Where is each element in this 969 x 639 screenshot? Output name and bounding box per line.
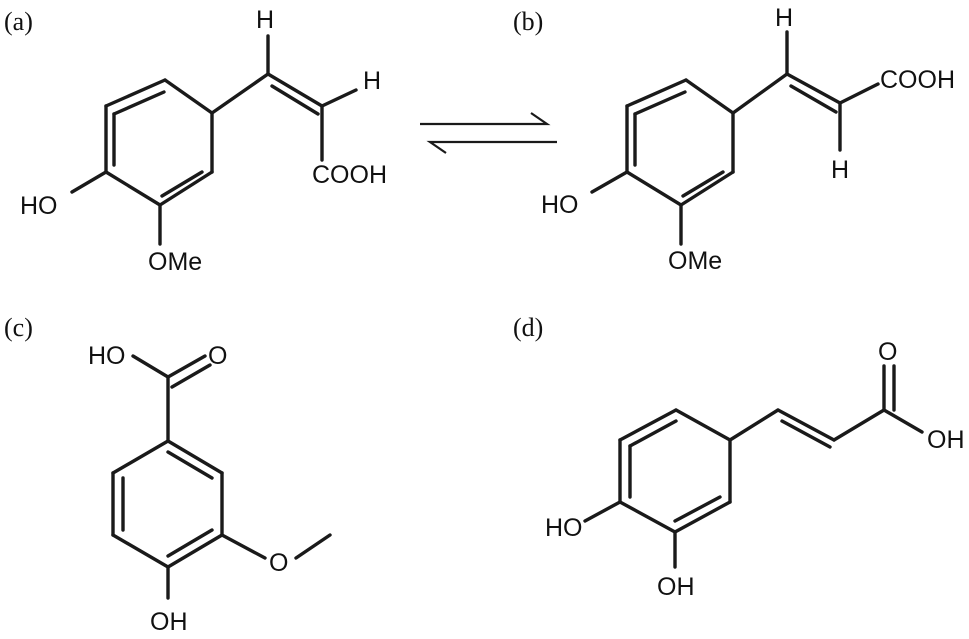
panel-a-cooh: COOH <box>312 161 387 189</box>
equilibrium-arrows <box>420 112 557 154</box>
panel-c-oh: OH <box>150 608 188 636</box>
panel-c-ho: HO <box>88 342 126 370</box>
panel-a-ome: OMe <box>148 248 202 276</box>
panel-a-bonds <box>70 34 358 246</box>
panel-d-bonds <box>583 364 924 569</box>
panel-b-ome: OMe <box>668 247 722 275</box>
panel-c-o-carbonyl: O <box>208 342 227 370</box>
panel-a-h-top: H <box>256 6 274 34</box>
panel-b-cooh: COOH <box>880 66 955 94</box>
panel-a: (a) H H COOH HO OMe <box>4 6 387 276</box>
panel-b-ho: HO <box>541 191 579 219</box>
panel-a-h-side: H <box>363 67 381 95</box>
panel-d-label: (d) <box>513 313 543 342</box>
panel-b-bonds <box>590 30 880 246</box>
panel-c-o-ether: O <box>269 549 288 577</box>
panel-b-label: (b) <box>513 7 543 36</box>
panel-d-oh: OH <box>927 426 965 454</box>
panel-b-h-bottom: H <box>831 156 849 184</box>
panel-d-o-carbonyl: O <box>878 338 897 366</box>
panel-a-label: (a) <box>4 7 33 36</box>
panel-d: (d) O OH HO OH <box>513 313 965 601</box>
panel-c: (c) HO O O OH <box>4 313 332 636</box>
panel-b-h-top: H <box>775 4 793 32</box>
panel-d-ho: HO <box>545 514 583 542</box>
panel-d-oh-bottom: OH <box>657 573 695 601</box>
panel-a-ho: HO <box>20 192 58 220</box>
panel-b: (b) H COOH H HO OMe <box>513 4 955 275</box>
panel-c-label: (c) <box>4 313 33 342</box>
panel-c-bonds <box>111 354 332 600</box>
